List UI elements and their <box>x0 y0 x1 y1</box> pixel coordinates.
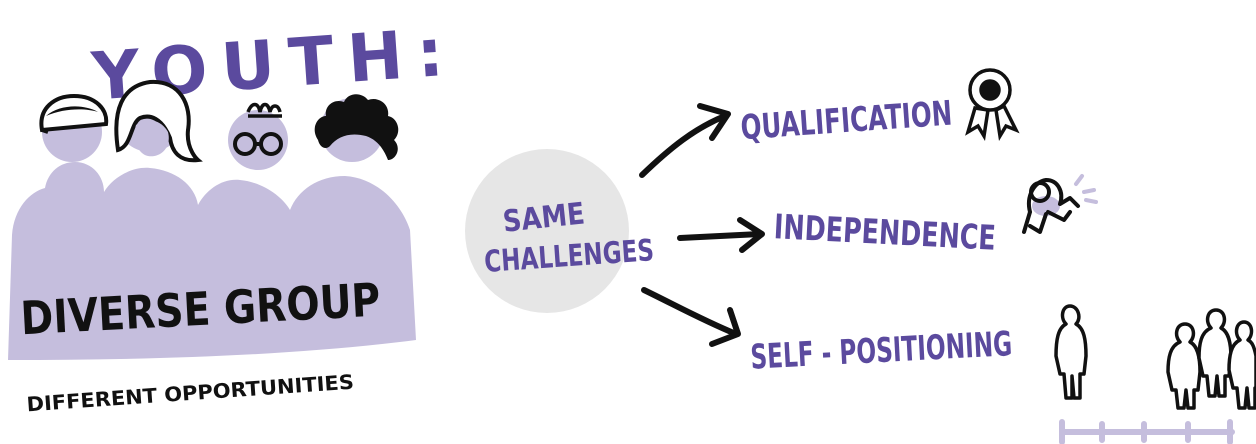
arrow-to-independence <box>677 217 765 253</box>
award-ribbon-icon <box>965 68 1020 142</box>
arrow-to-self-positioning <box>641 287 741 347</box>
same-challenges-node: SAME CHALLENGES <box>465 149 655 313</box>
single-person-icon <box>1054 304 1088 400</box>
outcome-label-self-positioning: SELF - POSITIONING <box>749 324 1013 378</box>
hair-curl-icon <box>246 102 282 118</box>
arrow-to-qualification <box>639 103 731 178</box>
long-hair-icon <box>114 79 203 163</box>
outcome-label-qualification: QUALIFICATION <box>739 94 953 149</box>
group-sublabel: DIFFERENT OPPORTUNITIES <box>26 370 355 417</box>
center-line1: SAME <box>501 196 586 239</box>
center-circle <box>465 149 629 313</box>
scale-bar <box>1059 419 1235 444</box>
people-group-illustration: DIVERSE GROUP <box>8 79 416 360</box>
outcome-label-independence: INDEPENDENCE <box>773 207 997 259</box>
cap-icon <box>39 93 109 133</box>
glasses-icon <box>233 132 283 156</box>
group-people-icon <box>1166 308 1256 410</box>
people-comparison-icon <box>1054 304 1256 444</box>
pushing-figure-icon <box>1022 174 1098 234</box>
group-body-silhouette <box>8 162 416 360</box>
curly-hair-icon <box>314 94 399 160</box>
